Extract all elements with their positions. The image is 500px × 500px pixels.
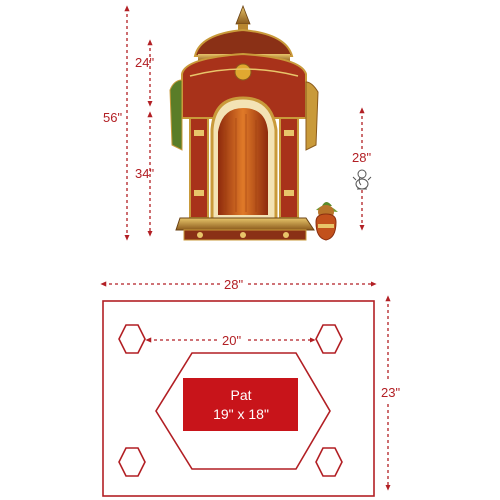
dome-height-label: 24" bbox=[135, 55, 154, 70]
ganesh-height-label: 28" bbox=[352, 150, 371, 165]
kalash-pot-image bbox=[315, 202, 338, 241]
total-height-label: 56" bbox=[103, 110, 122, 125]
pat-title: Pat bbox=[230, 387, 251, 403]
ganesh-idol-icon bbox=[352, 169, 372, 190]
base-height-label: 34" bbox=[135, 166, 154, 181]
mandir-base-outline bbox=[102, 300, 375, 497]
hexagon-top-right bbox=[315, 324, 343, 354]
inner-width-label: 20" bbox=[222, 333, 241, 348]
hexagon-top-left bbox=[118, 324, 146, 354]
height-dimensions: 56" 24" 34" 28" bbox=[103, 5, 371, 241]
pat-platform bbox=[183, 378, 298, 431]
pat-size: 19" x 18" bbox=[213, 406, 269, 422]
hexagon-bottom-left bbox=[118, 447, 146, 477]
plan-width-label: 28" bbox=[224, 277, 243, 292]
plan-view: 28" 23" 20" Pat 19" x 18" bbox=[100, 277, 400, 497]
hexagon-bottom-right bbox=[315, 447, 343, 477]
plan-depth-label: 23" bbox=[381, 385, 400, 400]
central-hexagon bbox=[155, 352, 331, 470]
wooden-mandir-image bbox=[169, 4, 319, 241]
